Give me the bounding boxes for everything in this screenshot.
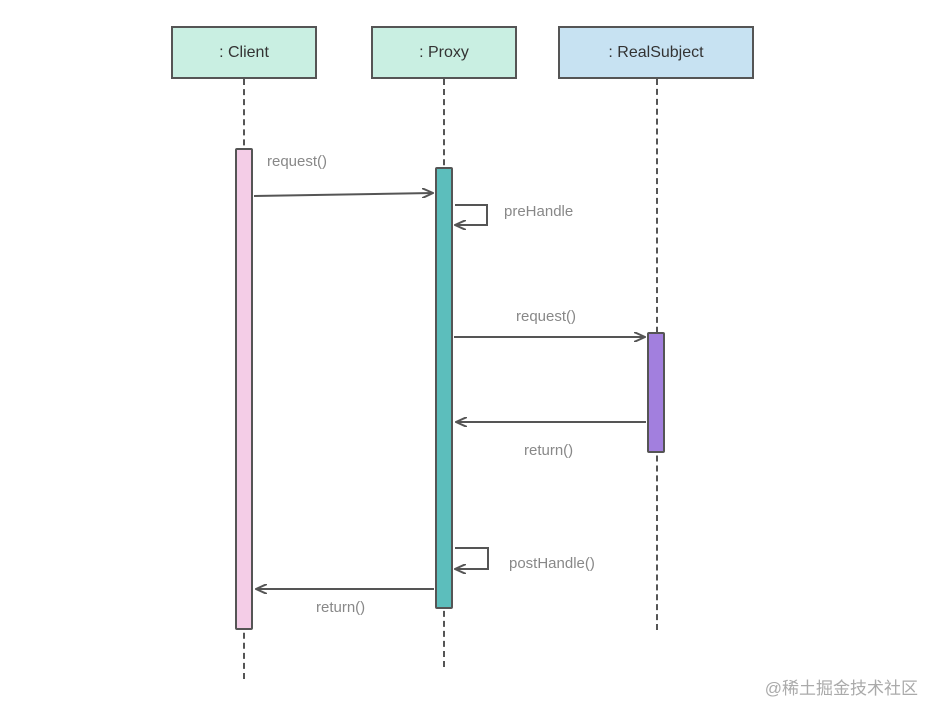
proxy-request-label: request(): [516, 308, 577, 325]
client-request-arrow: [253, 193, 433, 196]
real-subject-activation-bar: [647, 332, 665, 453]
client-request-label: request(): [267, 153, 328, 170]
real-return-label: return(): [524, 442, 574, 459]
real-subject-participant-label: : RealSubject: [608, 43, 704, 61]
proxy-participant-label: : Proxy: [419, 43, 469, 61]
proxy-return-label: return(): [316, 599, 366, 616]
watermark: @稀土掘金技术社区: [764, 679, 918, 698]
posthandle-label: postHandle(): [509, 555, 595, 572]
prehandle-label: preHandle: [504, 203, 574, 220]
proxy-participant: : Proxy: [371, 26, 517, 79]
posthandle-self-arrow: [455, 547, 489, 569]
client-participant: : Client: [171, 26, 317, 79]
client-participant-label: : Client: [219, 43, 269, 61]
proxy-activation-bar: [435, 167, 453, 609]
real-subject-participant: : RealSubject: [558, 26, 754, 79]
client-activation-bar: [235, 148, 253, 630]
prehandle-self-arrow: [455, 204, 488, 225]
